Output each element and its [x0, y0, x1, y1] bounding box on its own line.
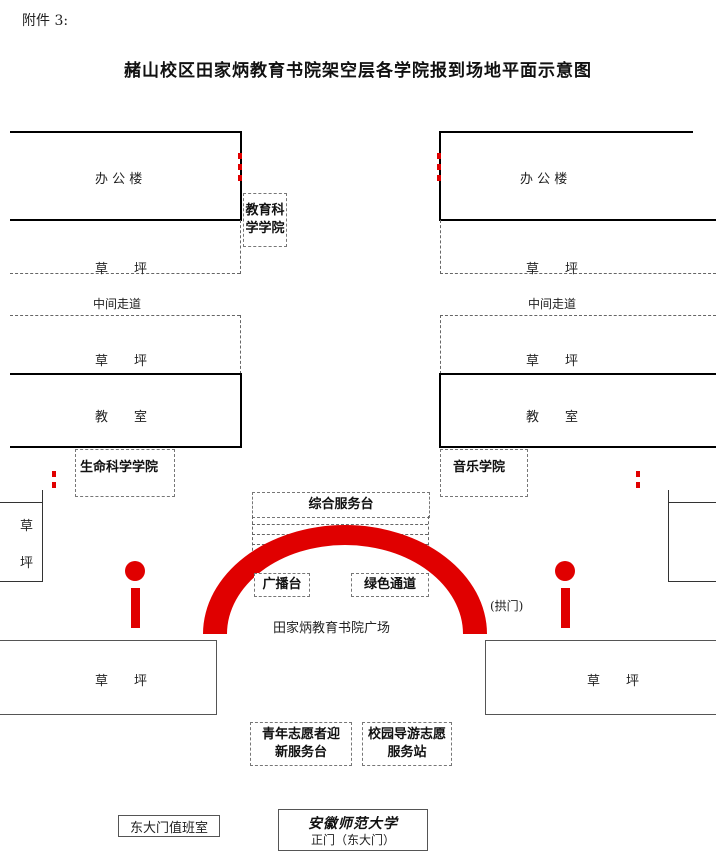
duty-room-box: [118, 815, 220, 837]
right-office-door-mark-3: [437, 175, 441, 181]
music-college-label: 音乐学院: [453, 460, 506, 475]
broadcast-booth: 广播台: [254, 573, 310, 597]
right-classroom-label: 教 室: [526, 410, 579, 425]
right-lantern-pole: [561, 588, 570, 628]
right-lawn-mid-top-edge: [440, 315, 716, 316]
right-side-lawn-bottom: [668, 581, 716, 582]
left-side-door-mark-1: [52, 471, 56, 477]
right-office-label: 办 公 楼: [520, 172, 568, 187]
right-bottom-lawn: [485, 640, 716, 715]
left-side-door-mark-2: [52, 482, 56, 488]
edu-college-booth: 教育科学学院: [243, 193, 287, 247]
right-side-door-mark-2: [636, 482, 640, 488]
service-desk-tier-1: [252, 524, 428, 525]
university-name: 安徽师范大学: [308, 816, 398, 832]
right-office-top-wall: [439, 131, 693, 133]
right-side-door-mark-1: [636, 471, 640, 477]
plaza-label: 田家炳教育书院广场: [273, 621, 391, 636]
left-side-lawn-bottom: [0, 581, 43, 582]
service-desk-left-edge: [252, 516, 253, 556]
green-channel-booth: 绿色通道: [351, 573, 429, 597]
left-office-door-mark-3: [238, 175, 242, 181]
service-desk-right-edge: [428, 516, 429, 556]
arch-band: [203, 525, 487, 634]
left-lawn-top-right-edge: [240, 220, 241, 274]
right-office-door-mark-1: [437, 153, 441, 159]
left-office-door-mark-2: [238, 164, 242, 170]
right-lawn-mid-label: 草 坪: [526, 354, 579, 369]
left-bottom-lawn-label: 草 坪: [95, 674, 148, 689]
right-bottom-lawn-label: 草 坪: [587, 674, 640, 689]
right-lawn-top-bottom-edge: [440, 273, 716, 274]
left-lawn-top-bottom-edge: [10, 273, 240, 274]
right-side-lawn-upper-edge: [668, 490, 669, 502]
volunteer-desk-label: 青年志愿者迎新服务台: [261, 727, 340, 760]
guide-station-booth: 校园导游志愿服务站: [362, 722, 452, 766]
left-lantern-pole: [131, 588, 140, 628]
left-bottom-lawn: [0, 640, 217, 715]
right-side-lawn-top: [668, 502, 716, 503]
left-classroom-top-wall: [10, 373, 242, 375]
life-college-booth: 生命科学学院: [75, 449, 175, 497]
left-lawn-mid-label: 草 坪: [95, 354, 148, 369]
right-classroom-left-wall: [439, 373, 441, 448]
left-office-door-mark-1: [238, 153, 242, 159]
left-side-lawn-label-2: 坪: [20, 556, 34, 571]
right-classroom-bottom-wall: [439, 446, 716, 448]
left-corridor-label: 中间走道: [93, 297, 142, 311]
service-desk: 综合服务台: [252, 492, 430, 518]
right-corridor-label: 中间走道: [528, 297, 577, 311]
main-gate-box: [278, 809, 428, 851]
arch-label: (拱门): [490, 599, 524, 613]
left-lawn-mid-right-edge: [240, 315, 241, 374]
left-lawn-mid-top-edge: [10, 315, 240, 316]
left-classroom-label: 教 室: [95, 410, 148, 425]
life-college-label: 生命科学学院: [80, 460, 159, 475]
right-side-lawn-left-edge: [668, 502, 669, 582]
left-side-lawn-top-edge: [42, 490, 43, 502]
left-office-label: 办 公 楼: [95, 172, 143, 187]
left-side-lawn-right-edge: [42, 502, 43, 582]
music-college-booth: 音乐学院: [440, 449, 528, 497]
guide-station-label: 校园导游志愿服务站: [367, 727, 446, 760]
left-classroom-right-wall: [240, 373, 242, 448]
right-lawn-top-left-edge: [440, 220, 441, 274]
main-gate-label: 正门（东大门）: [310, 833, 395, 847]
right-lantern-icon: [555, 561, 575, 581]
left-office-bottom-wall: [10, 219, 242, 221]
volunteer-desk-booth: 青年志愿者迎新服务台: [250, 722, 352, 766]
left-lantern-icon: [125, 561, 145, 581]
green-channel-label: 绿色通道: [363, 577, 416, 593]
left-lawn-top-label: 草 坪: [95, 262, 148, 277]
attachment-label: 附件 3:: [22, 13, 69, 29]
broadcast-label: 广播台: [262, 577, 302, 593]
service-desk-label: 综合服务台: [308, 497, 374, 513]
right-lawn-mid-left-edge: [440, 315, 441, 374]
right-office-bottom-wall: [439, 219, 716, 221]
left-classroom-bottom-wall: [10, 446, 242, 448]
page-title: 赭山校区田家炳教育书院架空层各学院报到场地平面示意图: [124, 61, 592, 81]
edu-college-label: 教育科学学院: [245, 203, 285, 236]
right-classroom-top-wall: [439, 373, 716, 375]
right-office-door-mark-2: [437, 164, 441, 170]
left-office-top-wall: [10, 131, 242, 133]
left-side-lawn-label-1: 草: [20, 519, 34, 534]
duty-room-label: 东大门值班室: [129, 821, 208, 836]
right-lawn-top-label: 草 坪: [526, 262, 579, 277]
left-side-lawn-top: [0, 502, 43, 503]
